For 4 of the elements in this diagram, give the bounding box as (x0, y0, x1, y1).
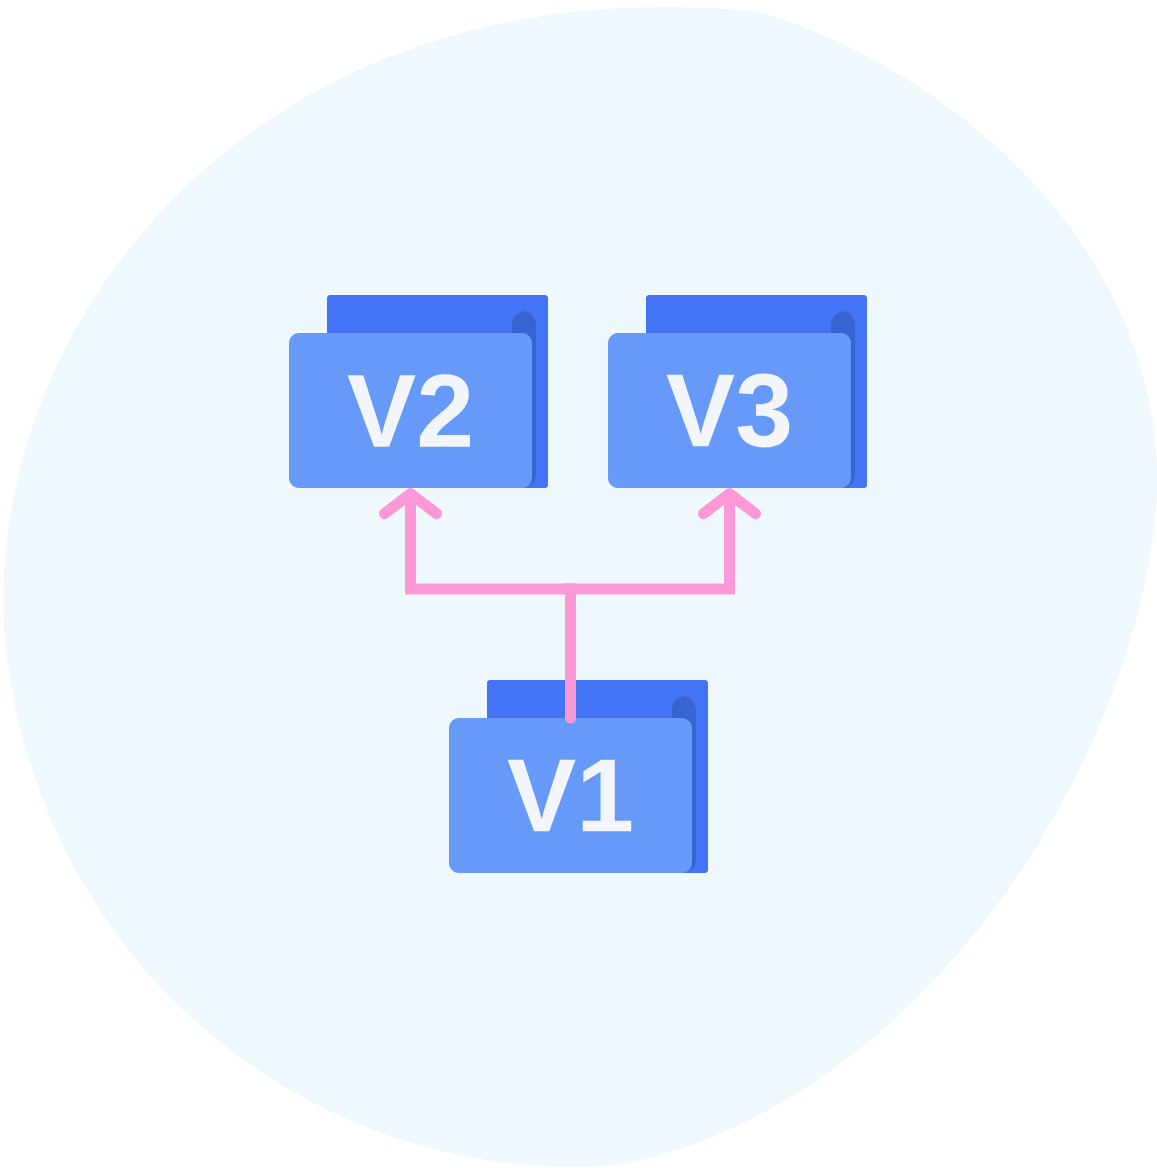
folder: V3 (608, 295, 867, 488)
arrow (565, 488, 761, 724)
folder: V1 (449, 680, 708, 873)
folder: V2 (289, 295, 548, 488)
